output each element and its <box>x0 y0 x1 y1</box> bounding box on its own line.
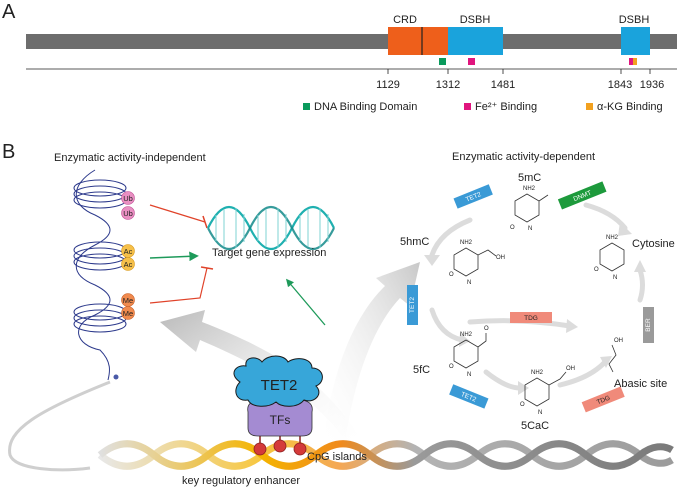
enzyme-ber-label: BER <box>645 318 652 332</box>
akg-binding-marker <box>633 58 637 65</box>
mark-me-2: Me <box>123 309 133 318</box>
svg-text:N: N <box>467 280 471 286</box>
legend-label-akg: α-KG Binding <box>597 101 663 113</box>
mark-ac-2: Ac <box>124 260 133 269</box>
svg-text:NH2: NH2 <box>460 240 473 246</box>
svg-text:O: O <box>520 402 525 408</box>
left-title: Enzymatic activity-independent <box>54 152 206 164</box>
curved-arrow-right <box>322 262 420 450</box>
svg-text:NH2: NH2 <box>531 370 544 376</box>
svg-text:N: N <box>528 226 532 232</box>
svg-text:N: N <box>538 410 542 416</box>
activate-arrow-ac <box>149 251 199 262</box>
svg-text:NH2: NH2 <box>523 186 536 192</box>
target-gene-label: Target gene expression <box>212 247 326 259</box>
inhibit-bar-ub <box>202 215 208 229</box>
svg-text:NH2: NH2 <box>460 332 473 338</box>
legend-swatch-fe <box>464 103 471 110</box>
protein-bar <box>26 34 677 49</box>
svg-text:NH2: NH2 <box>606 235 619 241</box>
enzyme-tdg-1 <box>510 312 552 323</box>
cycle-arrowheads <box>424 222 646 395</box>
panel-a-letter: A <box>2 1 16 23</box>
inhibit-arrow-ub <box>149 204 206 223</box>
legend-swatch-akg <box>586 103 593 110</box>
svg-text:N: N <box>467 372 471 378</box>
enzyme-dnmt <box>557 181 607 210</box>
inhibit-bar-me <box>200 266 214 270</box>
inhibit-arrow-me <box>149 267 208 304</box>
curved-arrow-left <box>160 310 364 448</box>
cycle-arrows <box>429 202 645 391</box>
svg-text:O: O <box>449 364 454 370</box>
mark-ub-2: Ub <box>123 209 133 218</box>
cpg-label: CpG islands <box>307 451 367 463</box>
dsbh-domain-1 <box>448 27 503 55</box>
fe-binding-marker-1 <box>468 58 475 65</box>
label-5fc: 5fC <box>413 364 430 376</box>
fe-binding-marker-2 <box>629 58 633 65</box>
legend-label-dna: DNA Binding Domain <box>314 101 417 113</box>
activate-arrow-tet2 <box>285 278 326 326</box>
chromatin-end <box>113 374 119 380</box>
svg-text:O: O <box>449 272 454 278</box>
enzyme-tdg-2-label: TDG <box>596 395 611 407</box>
tick-label-1129: 1129 <box>376 79 400 91</box>
svg-text:O: O <box>594 267 599 273</box>
tick-label-1481: 1481 <box>491 79 515 91</box>
tfs-label: TFs <box>270 413 291 427</box>
tick-label-1843: 1843 <box>608 79 632 91</box>
svg-text:N: N <box>613 275 617 281</box>
crd-label: CRD <box>393 14 417 26</box>
enhancer-label: key regulatory enhancer <box>182 475 300 487</box>
label-5cac: 5CaC <box>521 420 549 432</box>
dsbh-label-1: DSBH <box>460 14 491 26</box>
tet2-label: TET2 <box>261 377 298 394</box>
dna-binding-marker <box>439 58 446 65</box>
chromatin <box>73 169 127 381</box>
mark-ac-1: Ac <box>124 247 133 256</box>
crd-domain <box>388 27 448 55</box>
target-gene-helix <box>207 206 335 250</box>
chromatin-tail <box>8 380 111 472</box>
enzyme-ber <box>643 307 654 343</box>
enzyme-tet2-2 <box>407 285 418 325</box>
base-structures <box>453 193 625 407</box>
legend-swatch-dna <box>303 103 310 110</box>
tet2-shape <box>233 355 323 407</box>
enzyme-tet2-1 <box>453 184 493 209</box>
label-cytosine: Cytosine <box>632 238 675 250</box>
enzyme-tdg-2 <box>581 386 625 413</box>
right-title: Enzymatic activity-dependent <box>452 151 595 163</box>
enzyme-tet2-2-label: TET2 <box>409 297 416 313</box>
dsbh-domain-2 <box>621 27 650 55</box>
label-5mc: 5mC <box>518 172 541 184</box>
tick-label-1936: 1936 <box>640 79 664 91</box>
label-abasic: Abasic site <box>614 378 667 390</box>
histone-marks <box>121 191 135 320</box>
svg-text:OH: OH <box>614 338 623 344</box>
svg-text:O: O <box>510 225 515 231</box>
panel-b-letter: B <box>2 141 15 163</box>
enzyme-tet2-3 <box>449 384 489 409</box>
enhancer-dna <box>97 440 674 470</box>
scale-ticks <box>387 69 651 74</box>
svg-text:OH: OH <box>496 255 505 261</box>
svg-text:OH: OH <box>566 366 575 372</box>
dsbh-label-2: DSBH <box>619 14 650 26</box>
tick-label-1312: 1312 <box>436 79 460 91</box>
legend-label-fe: Fe²⁺ Binding <box>475 101 537 113</box>
label-5hmc: 5hmC <box>400 236 429 248</box>
mark-me-1: Me <box>123 296 133 305</box>
svg-text:O: O <box>484 326 489 332</box>
enzyme-tdg-1-label: TDG <box>524 315 538 322</box>
mark-ub-1: Ub <box>123 194 133 203</box>
